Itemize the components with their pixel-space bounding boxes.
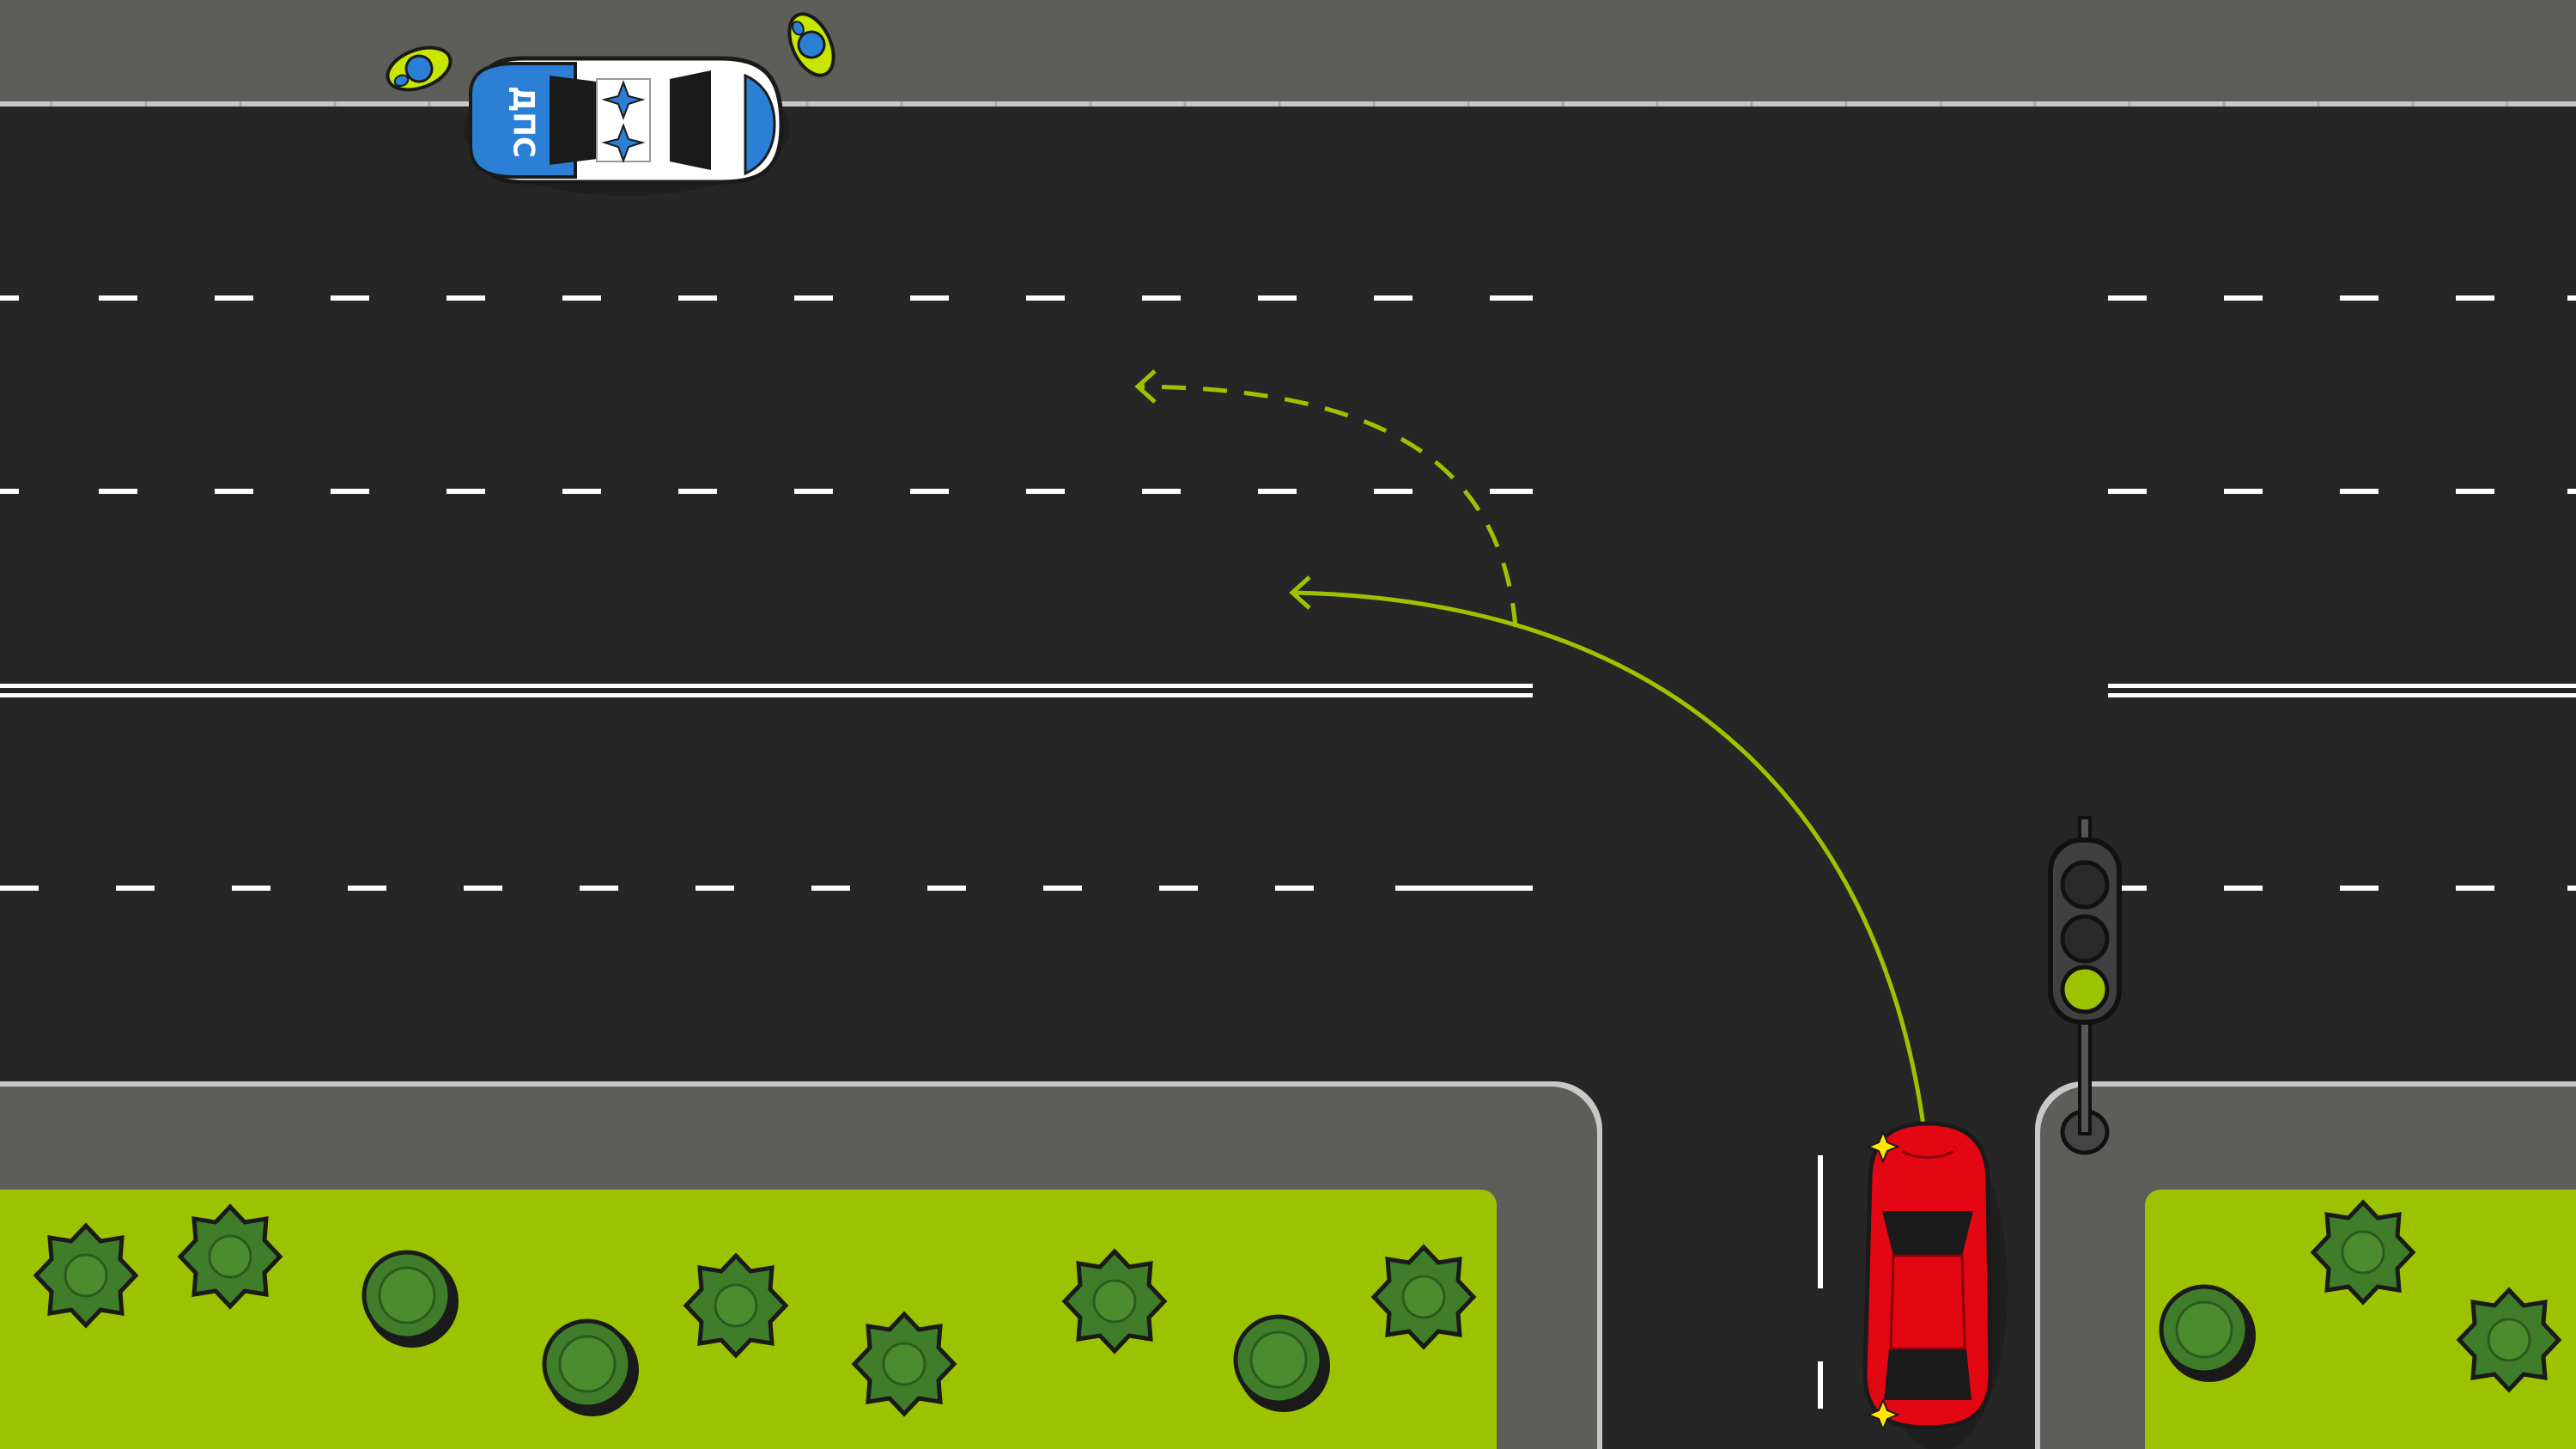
- traffic-light-red-lamp: [2060, 860, 2110, 910]
- bush-icon: [851, 1311, 957, 1417]
- traffic-light-green-lamp: [2060, 965, 2110, 1014]
- dashed-turn-path: [1137, 384, 1518, 628]
- red-car-icon: [1862, 1121, 2008, 1449]
- bush-icon: [2310, 1199, 2416, 1306]
- bush-icon: [33, 1222, 139, 1329]
- bottom-right-grass: [2145, 1190, 2576, 1449]
- top-curb: [0, 101, 2576, 107]
- police-car-label: ДПС: [507, 86, 541, 158]
- officer-icon: [787, 12, 835, 77]
- double-solid-line-right: [2108, 684, 2576, 697]
- bush-icon: [1370, 1244, 1477, 1350]
- traffic-light-yellow-lamp: [2060, 914, 2110, 964]
- hazard-light: [1866, 1129, 1900, 1164]
- top-curb-ticks: [50, 101, 2509, 107]
- arrow-icon: [1134, 369, 1518, 628]
- solid-turn-arrowhead: [1289, 575, 1311, 610]
- siren-light: [601, 123, 646, 163]
- bush-icon: [683, 1252, 789, 1359]
- bush-icon: [2456, 1287, 2562, 1393]
- solid-turn-path: [1291, 590, 1926, 1126]
- arrow-icon: [1289, 575, 1926, 1126]
- officer-icon: [386, 46, 453, 92]
- tree-icon: [2159, 1284, 2256, 1382]
- tree-icon: [542, 1318, 639, 1416]
- tree-icon: [1233, 1314, 1330, 1412]
- dashed-turn-arrowhead: [1134, 369, 1157, 404]
- traffic-light-icon: [2048, 816, 2122, 1155]
- double-solid-line-left: [0, 684, 1533, 697]
- top-sidewalk: [0, 0, 2576, 101]
- tree-icon: [361, 1250, 459, 1348]
- bush-icon: [1061, 1248, 1168, 1355]
- police-car-icon: ДПС: [464, 56, 790, 196]
- hazard-light: [1866, 1397, 1900, 1432]
- siren-light: [601, 80, 646, 120]
- bush-icon: [177, 1203, 283, 1310]
